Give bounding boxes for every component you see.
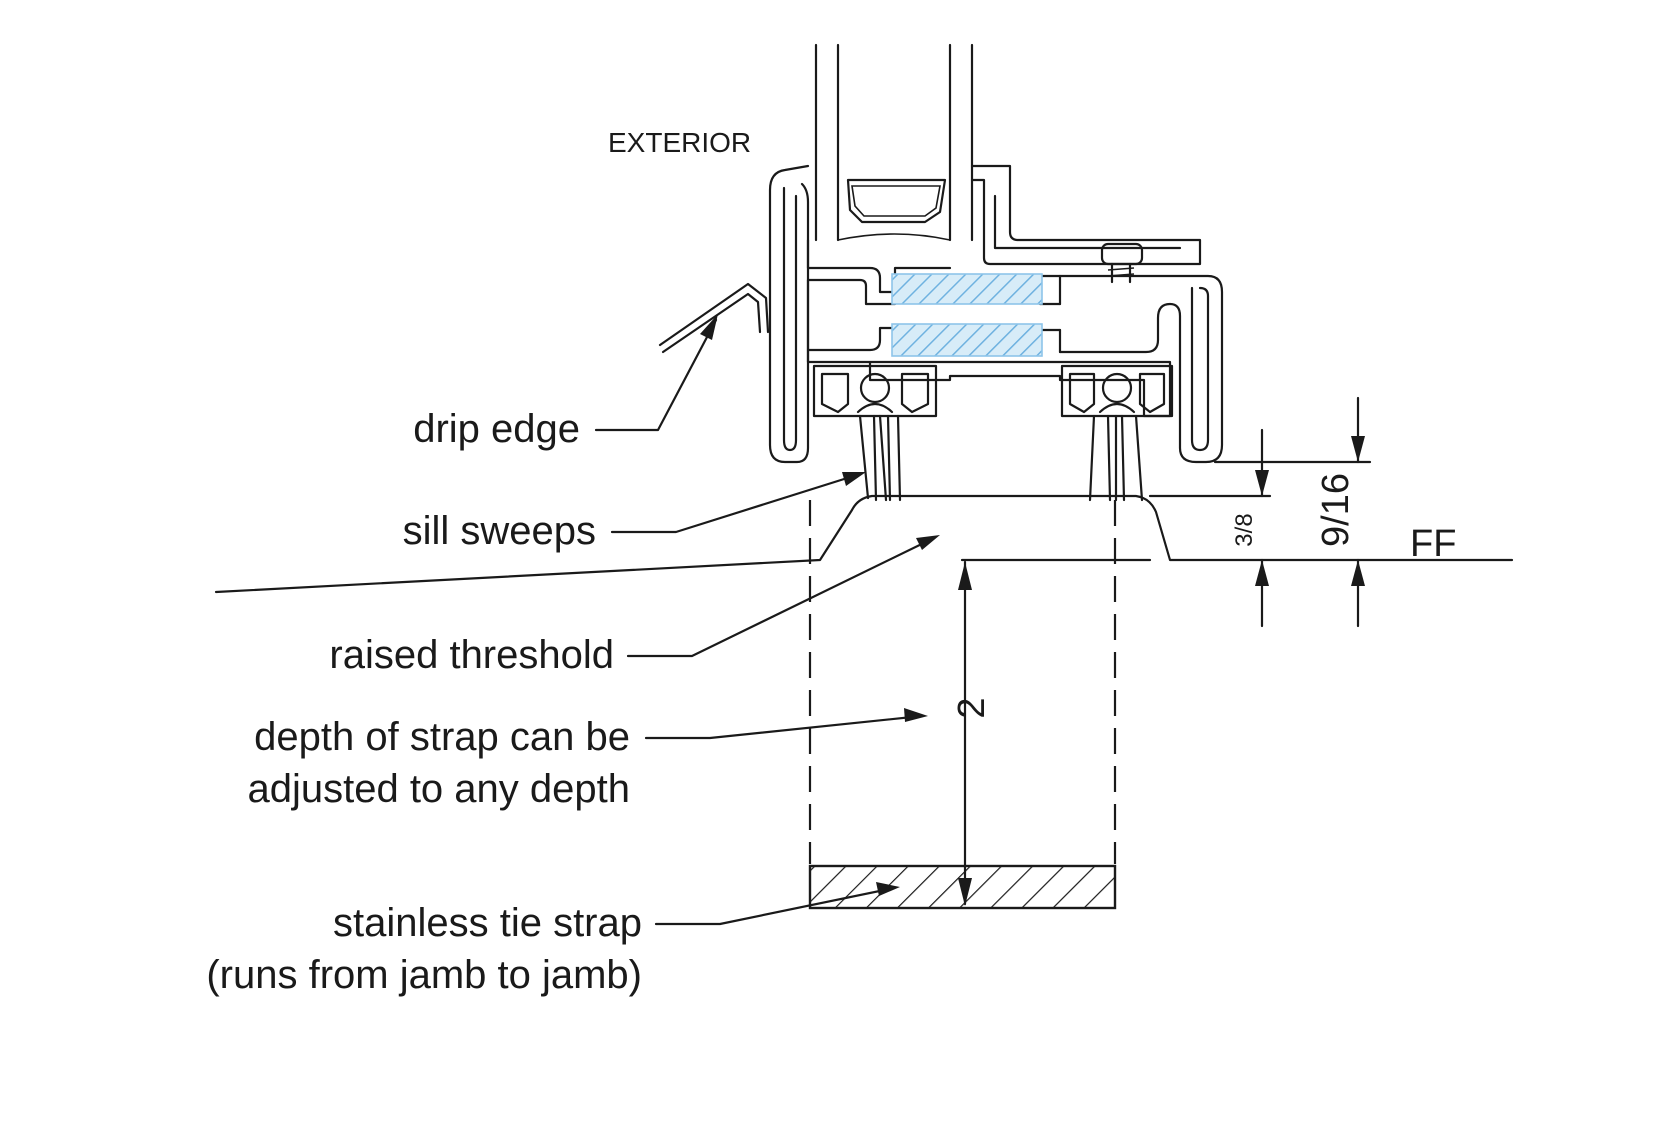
glazing-panes [814, 43, 974, 242]
raised-threshold-label: raised threshold [329, 633, 614, 677]
sweep-carrier-right [1060, 364, 1174, 418]
sill-height-value: 9/16 [1315, 473, 1357, 547]
raised-threshold [214, 494, 1514, 594]
drip-edge-label: drip edge [413, 407, 580, 451]
leader-lines [594, 314, 940, 926]
height-dimensions [1148, 396, 1372, 628]
sill-sweeps-label: sill sweeps [403, 509, 596, 553]
strap-depth-note-line2: adjusted to any depth [247, 767, 630, 811]
tie-strap-label-line2: (runs from jamb to jamb) [206, 953, 642, 997]
sweep-carrier-left [812, 364, 938, 418]
strap-depth-note-line1: depth of strap can be [254, 715, 630, 759]
drip-edge [658, 282, 770, 354]
thermal-break [891, 273, 1043, 357]
exterior-label: EXTERIOR [608, 127, 751, 158]
sill-sweep-blades [858, 414, 1144, 502]
fastener [1100, 242, 1144, 284]
threshold-height-value: 3/8 [1231, 513, 1258, 546]
tie-strap-label-line1: stainless tie strap [333, 901, 642, 945]
strap-depth-value: 2 [951, 697, 993, 718]
finished-floor-label: FF [1410, 523, 1456, 565]
strap-depth-dimension [958, 560, 972, 906]
glazing-spacer [837, 178, 951, 241]
strap-guide-lines [808, 500, 1117, 864]
